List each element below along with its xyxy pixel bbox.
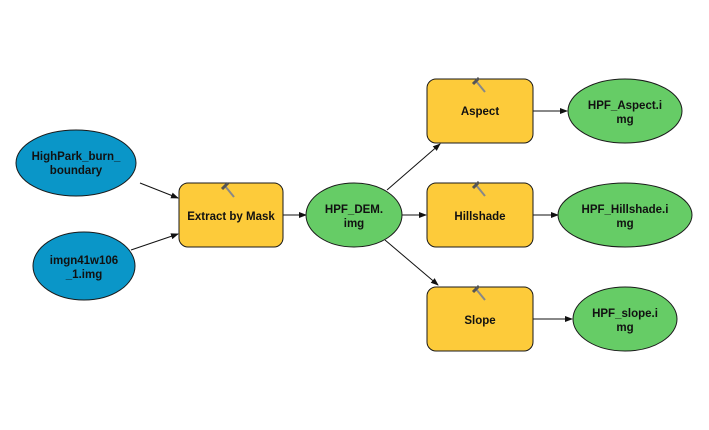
node-label: Hillshade [454, 211, 505, 223]
connector-dem-to-extract[interactable] [130, 233, 179, 251]
node-label: HPF_slope.i [592, 308, 658, 320]
node-label: mg [616, 322, 633, 334]
connector-hpfdem-to-aspect[interactable] [386, 143, 441, 191]
node-aspect[interactable]: Aspect [426, 76, 534, 144]
node-burn-boundary[interactable]: HighPark_burn_ boundary [15, 129, 137, 197]
connector-hpfdem-to-slope[interactable] [384, 239, 439, 286]
node-label: HPF_Aspect.i [588, 100, 662, 112]
derived-data-ellipse [557, 182, 693, 248]
connectors [130, 108, 573, 322]
node-label: mg [616, 218, 633, 230]
node-extract-by-mask[interactable]: Extract by Mask [178, 181, 284, 248]
node-hillshade[interactable]: Hillshade [426, 180, 534, 248]
input-data-ellipse [32, 231, 136, 301]
node-label: Slope [464, 315, 495, 327]
node-label: HighPark_burn_ [32, 151, 121, 163]
node-label: HPF_DEM. [325, 204, 383, 216]
node-slope[interactable]: Slope [426, 284, 534, 352]
node-label: mg [616, 114, 633, 126]
node-label: boundary [50, 165, 103, 177]
derived-data-ellipse [572, 286, 678, 352]
connector-burn-to-extract[interactable] [139, 182, 179, 199]
node-label: _1.img [65, 269, 102, 281]
node-hillshade-output[interactable]: HPF_Hillshade.i mg [557, 182, 693, 248]
node-hpf-dem[interactable]: HPF_DEM. img [305, 182, 403, 248]
node-label: Aspect [461, 106, 500, 118]
tool-box [178, 182, 284, 248]
node-label: img [344, 218, 364, 230]
node-label: imgn41w106 [50, 255, 118, 267]
derived-data-ellipse [305, 182, 403, 248]
input-data-ellipse [15, 129, 137, 197]
node-label: HPF_Hillshade.i [582, 204, 669, 216]
node-aspect-output[interactable]: HPF_Aspect.i mg [567, 78, 683, 144]
node-dem-input[interactable]: imgn41w106 _1.img [32, 231, 136, 301]
derived-data-ellipse [567, 78, 683, 144]
node-label: Extract by Mask [187, 211, 275, 223]
node-slope-output[interactable]: HPF_slope.i mg [572, 286, 678, 352]
